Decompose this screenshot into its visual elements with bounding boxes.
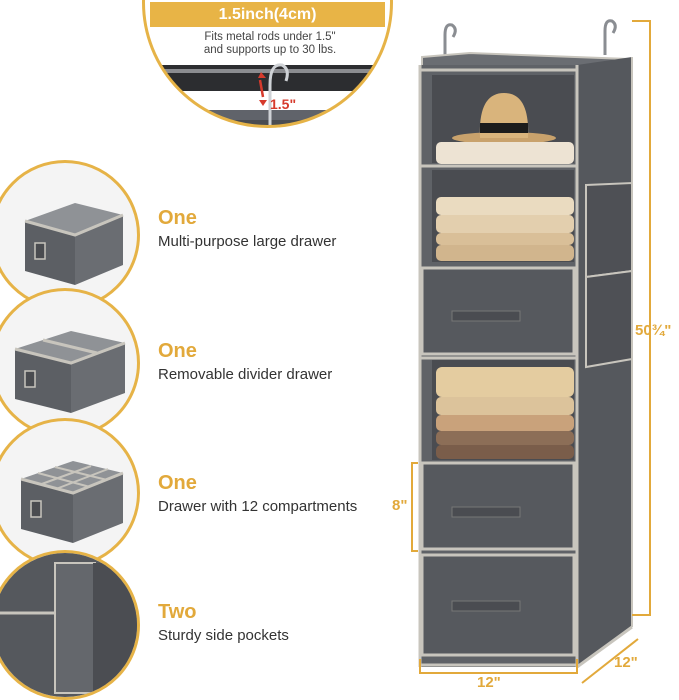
callout-desc-line1: Fits metal rods under 1.5" bbox=[204, 31, 336, 43]
divider-drawer-image bbox=[14, 331, 126, 413]
feature-3-count: One bbox=[158, 472, 197, 494]
callout-desc-line2: and supports up to 30 lbs. bbox=[203, 44, 337, 56]
width-dimension-label: 12" bbox=[477, 674, 501, 691]
feature-1-desc: Multi-purpose large drawer bbox=[158, 233, 337, 250]
feature-1-count: One bbox=[158, 207, 197, 229]
drawer-height-label: 8" bbox=[392, 497, 408, 514]
side-pocket-image bbox=[0, 553, 137, 697]
callout-description: Fits metal rods under 1.5" and supports … bbox=[170, 31, 370, 57]
feature-circle-compartment-drawer bbox=[0, 418, 140, 568]
compartment-drawer-image bbox=[20, 461, 124, 543]
callout-title: 1.5inch(4cm) bbox=[150, 2, 385, 27]
feature-2-desc: Removable divider drawer bbox=[158, 366, 333, 383]
rod-diameter-label: 1.5" bbox=[270, 96, 297, 112]
feature-4-count: Two bbox=[158, 601, 197, 623]
feature-2-count: One bbox=[158, 340, 197, 362]
feature-circle-large-drawer bbox=[0, 160, 140, 310]
hanging-organizer-image bbox=[411, 19, 651, 684]
height-dimension-label: 50¾" bbox=[635, 322, 672, 339]
feature-4-desc: Sturdy side pockets bbox=[158, 627, 289, 644]
large-drawer-image bbox=[24, 203, 124, 285]
feature-circle-side-pockets bbox=[0, 550, 140, 700]
depth-dimension-label: 12" bbox=[614, 654, 638, 671]
feature-3-desc: Drawer with 12 compartments bbox=[158, 498, 358, 515]
feature-circle-divider-drawer bbox=[0, 288, 140, 438]
